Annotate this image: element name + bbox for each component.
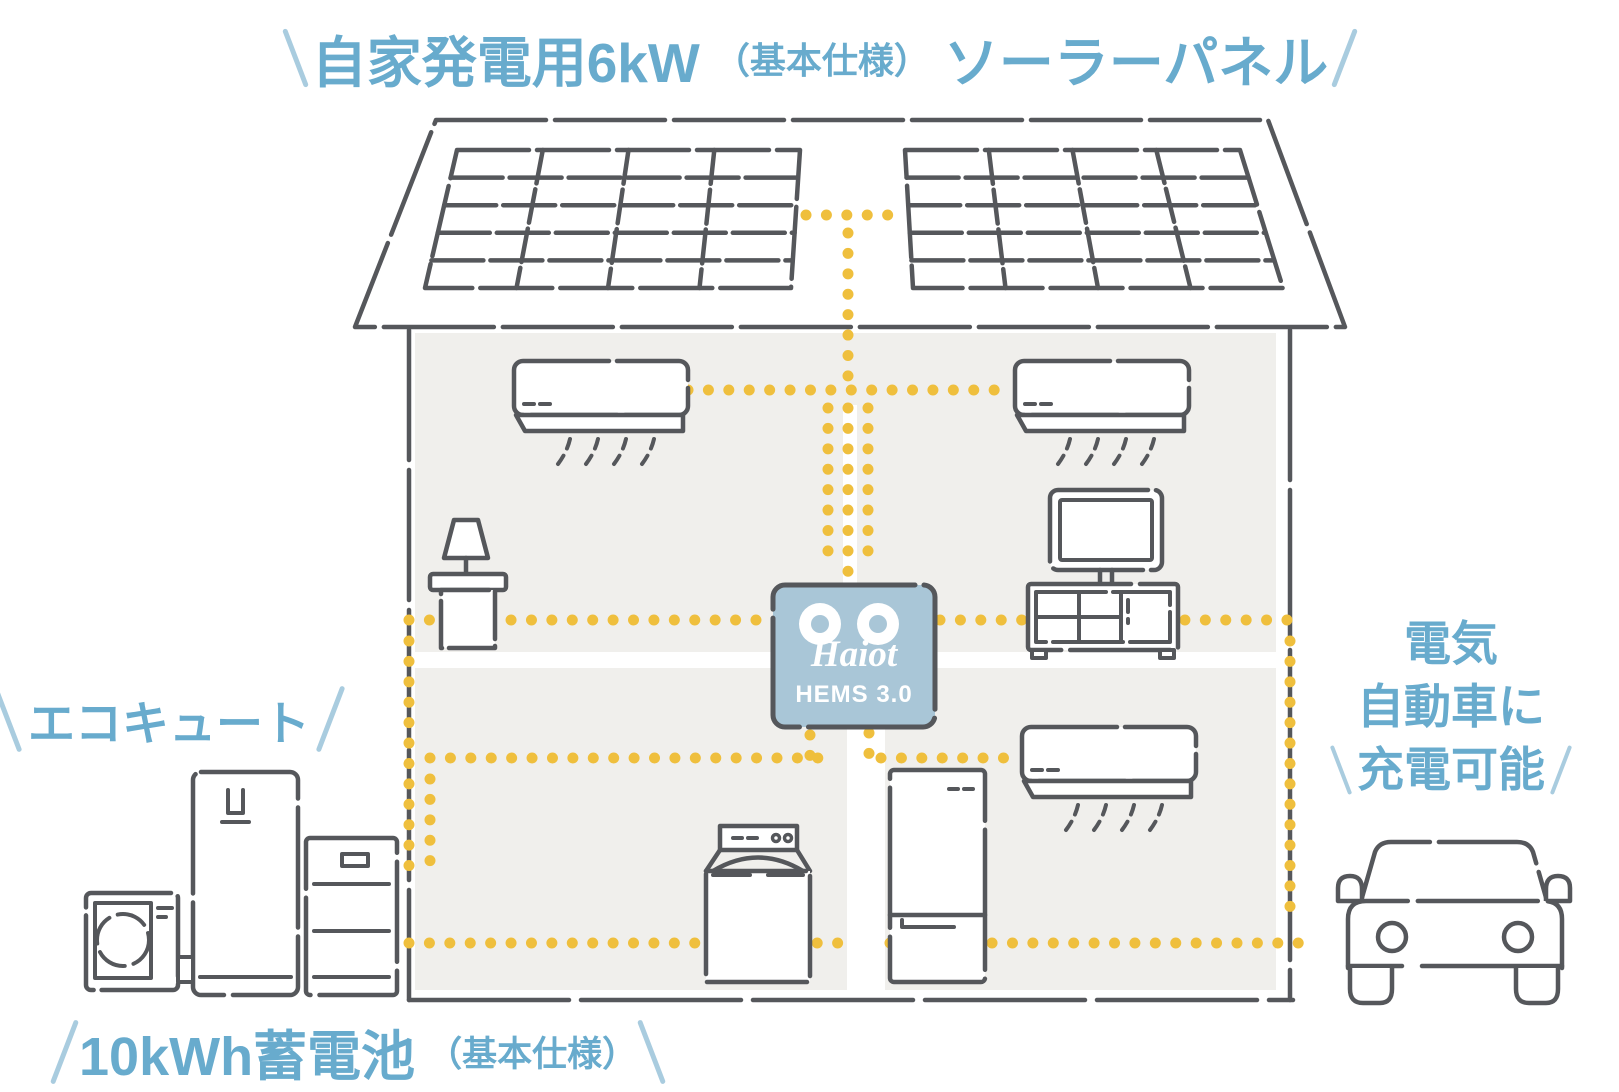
washing-machine-icon [703,823,813,985]
storage-battery-icon [303,835,400,998]
air-conditioner-icon-1 [511,358,691,466]
hems-model: HEMS 3.0 [795,681,913,708]
hems-controller-icon [770,582,938,730]
hems-brand: Haiot [810,634,898,675]
ev-charge-label: 電気 自動車に 充電可能 [1295,612,1607,801]
air-conditioner-icon-2 [1012,358,1192,466]
ecocute-label: エコキュート [0,684,346,754]
slash-decoration-icon [1329,744,1353,795]
power-line-dots [403,209,1319,949]
solar-label-suffix: ソーラーパネル [943,32,1329,94]
slash-decoration-icon [1549,744,1573,795]
heat-pump-icon [83,890,195,993]
solar-label-spec: （基本仕様） [713,40,930,81]
battery-label-spec: （基本仕様） [427,1035,638,1074]
ecocute-label-text: エコキュート [28,696,310,750]
battery-label: 10kWh蓄電池 （基本仕様） [49,1012,667,1091]
ecocute-tank-icon [190,769,301,998]
solar-panel-right-icon [902,147,1286,291]
battery-label-main: 10kWh蓄電池 [79,1027,416,1087]
solar-panel-left-icon [422,147,803,291]
electric-car-icon [1335,839,1573,1006]
solar-panel-label: 自家発電用6kW （基本仕様） ソーラーパネル [281,18,1359,98]
line-art [352,117,1348,1003]
ev-label-line1: 電気 [1404,617,1498,670]
ev-label-line3: 充電可能 [1357,743,1545,796]
tv-icon [1025,487,1181,660]
refrigerator-icon [887,767,988,985]
air-conditioner-icon-3 [1019,724,1199,832]
ev-label-line2: 自動車に [1357,680,1545,733]
table-lamp-icon [427,517,509,651]
hems-unit-text: Haiot HEMS 3.0 [773,636,935,709]
solar-label-prefix: 自家発電用6kW [311,32,700,94]
appliances [83,358,1573,1006]
